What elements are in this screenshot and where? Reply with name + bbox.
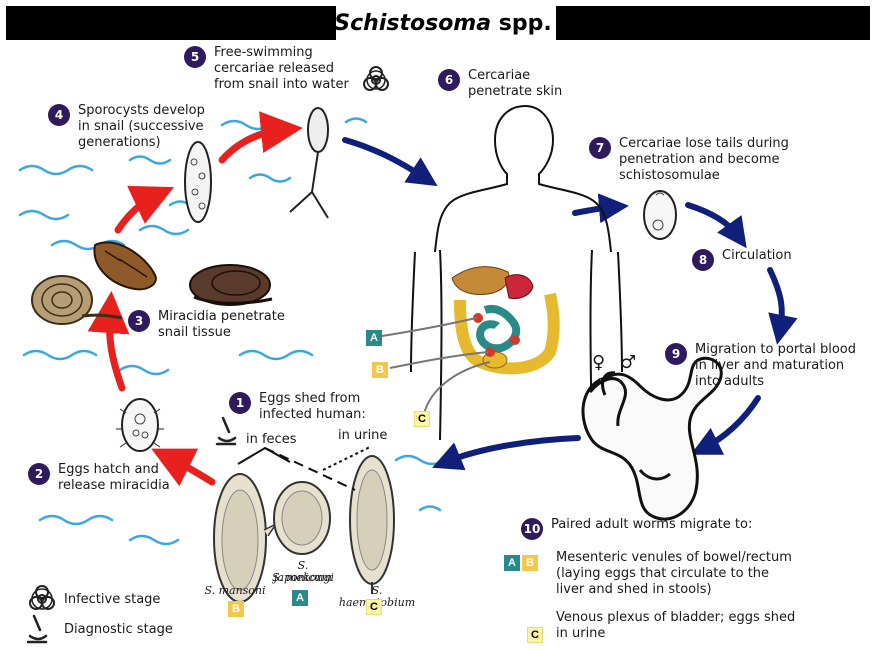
step-8-text: Circulation [722,248,792,264]
step-2-text: Eggs hatch and release miracidia [58,462,170,494]
step-9: 9 Migration to portal blood in liver and… [665,342,856,390]
dest-badge-c: C [527,627,543,643]
step-8-number: 8 [692,249,714,271]
species-mansoni: S. mansoni [200,585,270,597]
step-2: 2 Eggs hatch and release miracidia [28,462,170,494]
legend-microscope-icon [28,616,46,642]
miracidium [116,399,164,451]
step-5: 5 Free-swimming cercariae released from … [184,45,349,93]
route-feces-label: in feces [246,432,296,448]
step-4-number: 4 [48,104,70,126]
male-symbol: ♂ [620,355,636,371]
sporocyst [185,142,211,222]
step-10-text: Paired adult worms migrate to: [551,517,752,533]
step-9-number: 9 [665,343,687,365]
step-5-number: 5 [184,46,206,68]
badge-c-organ: C [414,411,430,427]
step-2-number: 2 [28,463,50,485]
egg-mansoni [214,474,276,602]
step-1-number: 1 [229,392,251,414]
step-3-text: Miracidia penetrate snail tissue [158,309,285,341]
badge-c-haematobium: C [366,599,382,615]
snail-brown [190,265,272,305]
legend-infective: Infective stage [64,592,160,608]
step-4-text: Sporocysts develop in snail (successive … [78,103,205,151]
species-mekongi: S. mekongi [268,572,338,584]
cercaria [290,108,328,218]
destination-bladder: Venous plexus of bladder; eggs shed in u… [556,610,795,642]
step-6-text: Cercariae penetrate skin [468,68,562,100]
biohazard-icon [364,67,388,90]
step-9-text: Migration to portal blood in liver and m… [695,342,856,390]
schistosomula [644,191,676,239]
female-symbol: ♀ [592,355,605,371]
legend-diagnostic: Diagnostic stage [64,622,173,638]
step-8: 8 Circulation [692,248,792,271]
badge-b-mansoni: B [228,601,244,617]
dest-badge-a: A [504,555,520,571]
step-3-number: 3 [128,310,150,332]
step-4: 4 Sporocysts develop in snail (successiv… [48,103,205,151]
destination-bowel: Mesenteric venules of bowel/rectum (layi… [556,550,792,598]
step-1: 1 Eggs shed from infected human: [229,391,366,423]
step-5-text: Free-swimming cercariae released from sn… [214,45,349,93]
snail-conical [94,242,155,289]
legend-biohazard-icon [30,586,54,609]
step-10-number: 10 [521,518,543,540]
snail-planorbid [32,276,122,324]
internal-organs [452,267,554,369]
badge-b-organ: B [372,362,388,378]
step-1-text: Eggs shed from infected human: [259,391,366,423]
dest-badge-b: B [522,555,538,571]
egg-japonicum [274,482,330,554]
step-7: 7 Cercariae lose tails during penetratio… [589,136,789,184]
badge-a-japonicum: A [292,590,308,606]
step-3: 3 Miracidia penetrate snail tissue [128,309,285,341]
blue-arrows [345,140,782,462]
step-6-number: 6 [438,69,460,91]
step-7-number: 7 [589,137,611,159]
step-6: 6 Cercariae penetrate skin [438,68,562,100]
step-10: 10 Paired adult worms migrate to: [521,517,752,540]
route-urine-label: in urine [338,428,387,444]
badge-a-organ: A [366,330,382,346]
egg-haematobium [350,456,394,594]
badge-connectors [382,318,490,414]
step-7-text: Cercariae lose tails during penetration … [619,136,789,184]
